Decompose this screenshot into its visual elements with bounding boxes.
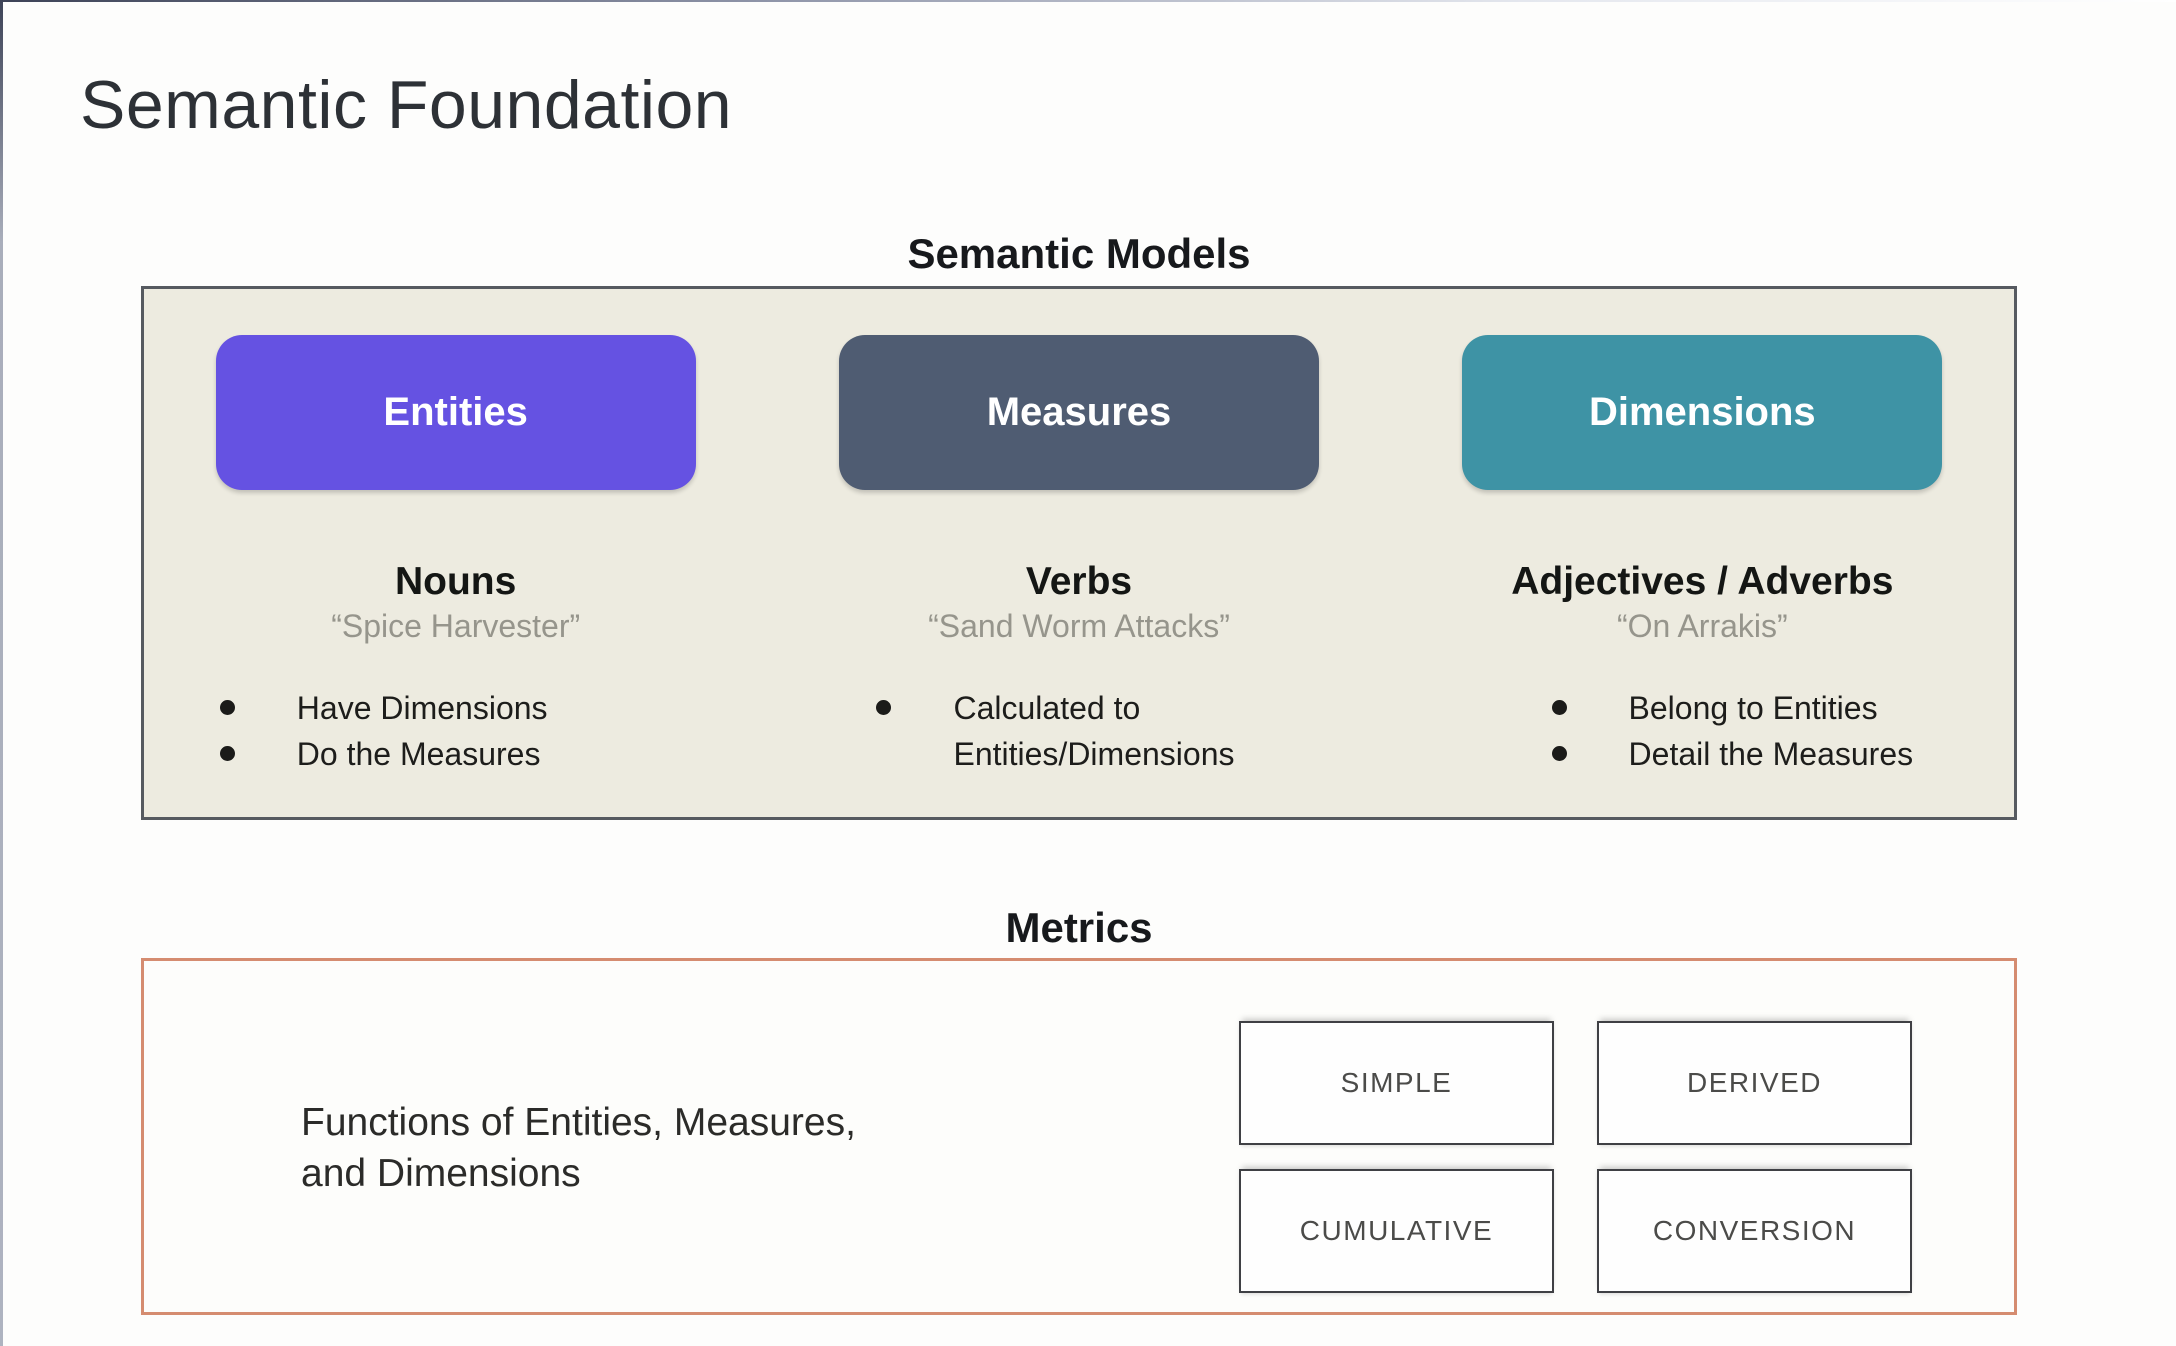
window-top-edge bbox=[0, 0, 2176, 2]
bullet-dot-icon bbox=[876, 699, 892, 715]
dimensions-bullet-list: Belong to Entities Detail the Measures bbox=[1551, 685, 1914, 778]
bullet-dot-icon bbox=[1551, 699, 1567, 715]
metrics-panel: Functions of Entities, Measures, and Dim… bbox=[141, 958, 2017, 1315]
bullet-text: Detail the Measures bbox=[1628, 736, 1914, 773]
bullet-text: Have Dimensions bbox=[296, 689, 548, 726]
bullet-text: Belong to Entities bbox=[1628, 689, 1878, 726]
metrics-description-line2: and Dimensions bbox=[301, 1152, 581, 1196]
metrics-description: Functions of Entities, Measures, and Dim… bbox=[301, 1097, 856, 1200]
bullet-item: Detail the Measures bbox=[1551, 731, 1914, 777]
slide-title: Semantic Foundation bbox=[80, 67, 733, 143]
bullet-dot-icon bbox=[1551, 746, 1567, 762]
window-left-edge bbox=[0, 0, 3, 1346]
metric-card-conversion: CONVERSION bbox=[1597, 1169, 1912, 1293]
measures-bullet-list: Calculated to Entities/Dimensions bbox=[876, 685, 1253, 778]
bullet-item: Do the Measures bbox=[219, 731, 548, 777]
bullet-item: Belong to Entities bbox=[1551, 685, 1914, 731]
bullet-dot-icon bbox=[219, 699, 235, 715]
metrics-description-line1: Functions of Entities, Measures, bbox=[301, 1101, 856, 1144]
entities-column: Entities Nouns “Spice Harvester” Have Di… bbox=[144, 289, 767, 817]
entities-example-quote: “Spice Harvester” bbox=[331, 607, 581, 644]
metric-card-simple: SIMPLE bbox=[1239, 1021, 1554, 1145]
dimensions-pill: Dimensions bbox=[1462, 335, 1943, 490]
entities-part-of-speech: Nouns bbox=[395, 560, 517, 603]
semantic-models-heading: Semantic Models bbox=[907, 230, 1251, 277]
bullet-text: Calculated to Entities/Dimensions bbox=[953, 689, 1235, 773]
measures-pill: Measures bbox=[838, 335, 1319, 490]
bullet-item: Have Dimensions bbox=[219, 685, 548, 731]
dimensions-example-quote: “On Arrakis” bbox=[1616, 607, 1788, 644]
bullet-text: Do the Measures bbox=[296, 736, 541, 773]
bullet-dot-icon bbox=[219, 746, 235, 762]
measures-part-of-speech: Verbs bbox=[1025, 560, 1133, 603]
dimensions-part-of-speech: Adjectives / Adverbs bbox=[1511, 560, 1894, 603]
entities-bullet-list: Have Dimensions Do the Measures bbox=[219, 685, 548, 778]
metrics-heading: Metrics bbox=[1005, 904, 1153, 951]
measures-column: Measures Verbs “Sand Worm Attacks” Calcu… bbox=[767, 289, 1390, 817]
semantic-models-panel: Entities Nouns “Spice Harvester” Have Di… bbox=[141, 286, 2017, 820]
metric-card-derived: DERIVED bbox=[1597, 1021, 1912, 1145]
measures-example-quote: “Sand Worm Attacks” bbox=[928, 607, 1230, 644]
dimensions-column: Dimensions Adjectives / Adverbs “On Arra… bbox=[1391, 289, 2014, 817]
entities-pill: Entities bbox=[215, 335, 696, 490]
metric-card-cumulative: CUMULATIVE bbox=[1239, 1169, 1554, 1293]
bullet-item: Calculated to Entities/Dimensions bbox=[876, 685, 1253, 778]
metric-types-grid: SIMPLE DERIVED CUMULATIVE CONVERSION bbox=[1239, 1021, 1912, 1293]
